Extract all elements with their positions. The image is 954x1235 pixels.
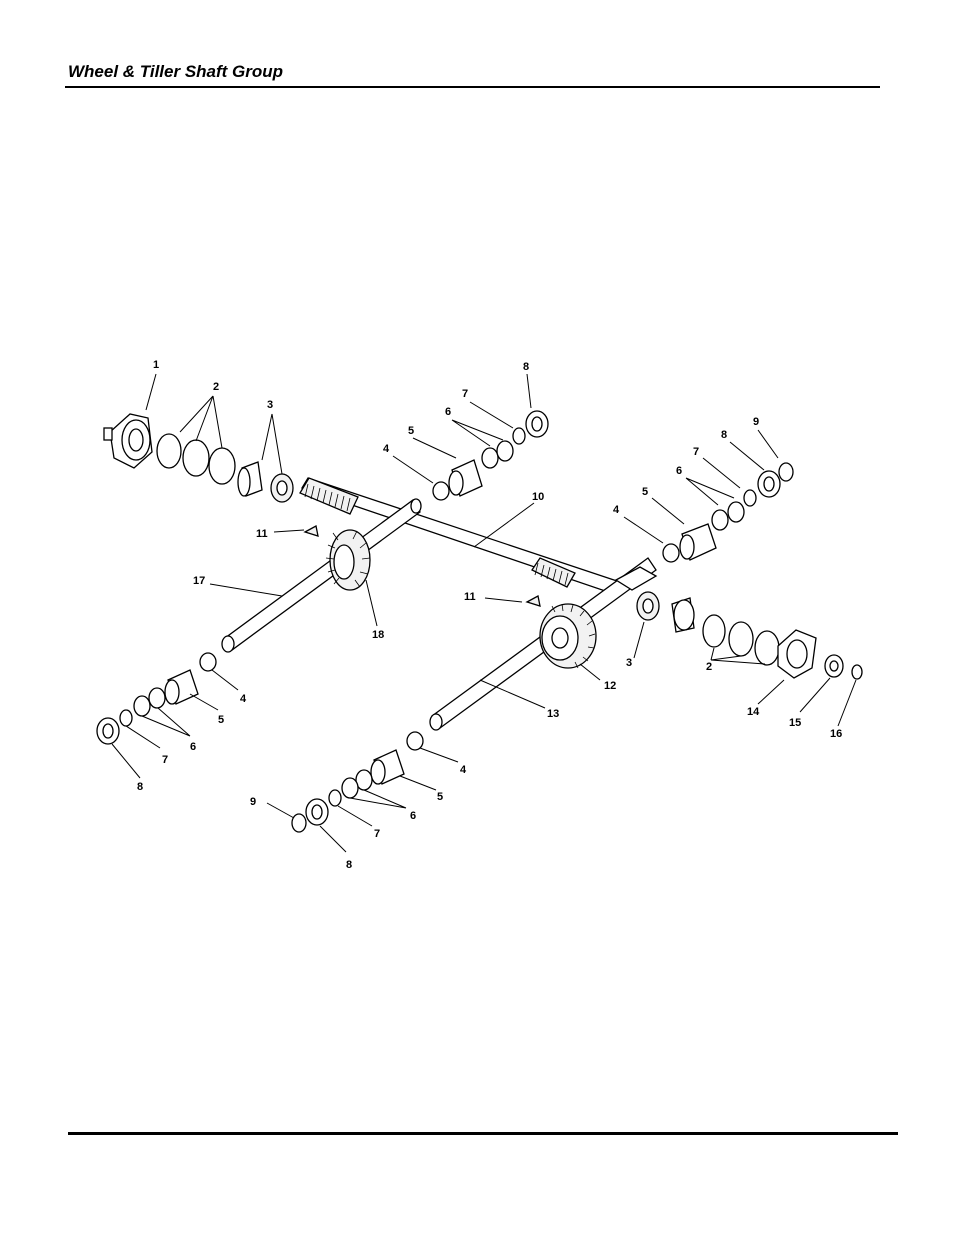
callout-4: 4	[240, 693, 247, 705]
bearing-cup-upper	[237, 461, 263, 497]
callout-17: 17	[193, 575, 205, 587]
lower-left-stack	[96, 652, 217, 745]
callout-labels: 1 2 3 8 7 6 5 4 10 9 8 7 6 5 4 11 17 18 …	[137, 359, 842, 871]
callout-5: 5	[642, 486, 648, 498]
callout-15: 15	[789, 717, 801, 729]
callout-2: 2	[706, 661, 712, 673]
callout-3: 3	[626, 657, 632, 669]
callout-7: 7	[374, 828, 380, 840]
callout-18: 18	[372, 629, 384, 641]
upper-right-stack	[662, 462, 794, 563]
callout-8: 8	[523, 361, 529, 373]
callout-14: 14	[747, 706, 760, 718]
callout-9: 9	[753, 416, 759, 428]
bearing-cone-upper	[270, 473, 294, 503]
callout-13: 13	[547, 708, 559, 720]
bevel-gear	[325, 529, 371, 591]
callout-7: 7	[693, 446, 699, 458]
callout-6: 6	[445, 406, 451, 418]
bottom-stack	[291, 731, 424, 833]
callout-7: 7	[162, 754, 168, 766]
callout-6: 6	[410, 810, 416, 822]
callout-4: 4	[460, 764, 467, 776]
shim-rings-upper	[156, 433, 236, 485]
callout-6: 6	[190, 741, 196, 753]
callout-11: 11	[256, 528, 268, 540]
callout-9: 9	[250, 796, 256, 808]
woodruff-key-upper	[303, 525, 319, 537]
callout-7: 7	[462, 388, 468, 400]
callout-2: 2	[213, 381, 219, 393]
callout-3: 3	[267, 399, 273, 411]
callout-4: 4	[613, 504, 620, 516]
worm-gear-right	[531, 557, 576, 588]
callout-8: 8	[346, 859, 352, 871]
bearing-housing-1	[103, 413, 153, 469]
page-title: Wheel & Tiller Shaft Group	[68, 62, 284, 81]
tiller-shaft	[221, 498, 422, 653]
footer-rule	[68, 1132, 898, 1135]
callout-6: 6	[676, 465, 682, 477]
callout-8: 8	[137, 781, 143, 793]
callout-11: 11	[464, 591, 476, 603]
callout-5: 5	[437, 791, 443, 803]
woodruff-key-lower	[525, 595, 541, 607]
header-rule	[65, 86, 880, 88]
callout-10: 10	[532, 491, 544, 503]
leader-lines	[111, 373, 857, 853]
callout-8: 8	[721, 429, 727, 441]
callout-4: 4	[383, 443, 390, 455]
callout-12: 12	[604, 680, 616, 692]
spur-gear	[539, 603, 597, 669]
callout-16: 16	[830, 728, 842, 740]
worm-gear-left	[299, 477, 359, 515]
callout-5: 5	[218, 714, 224, 726]
lower-right-bearing-group	[636, 591, 863, 680]
callout-1: 1	[153, 359, 159, 371]
callout-5: 5	[408, 425, 414, 437]
upper-middle-stack	[432, 410, 549, 501]
